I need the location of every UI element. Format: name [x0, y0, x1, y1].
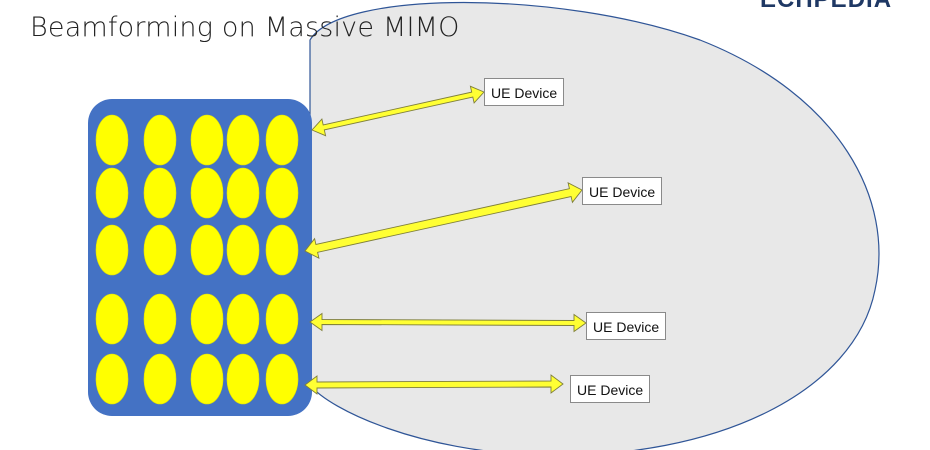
antenna-element	[143, 114, 177, 166]
antenna-element	[143, 353, 177, 405]
antenna-element	[95, 224, 129, 276]
antenna-element	[265, 167, 299, 219]
logo: ECHPEDIA	[760, 0, 892, 14]
ue-device-label-1: UE Device	[484, 78, 565, 106]
slide-title: Beamforming on Massive MIMO	[30, 12, 460, 43]
ue-device-label-2: UE Device	[582, 177, 663, 205]
antenna-element	[190, 167, 224, 219]
antenna-element	[226, 224, 260, 276]
antenna-element	[190, 224, 224, 276]
ue-device-label-4: UE Device	[570, 375, 651, 403]
antenna-element	[226, 293, 260, 345]
antenna-elements	[95, 114, 299, 405]
antenna-element	[265, 293, 299, 345]
coverage-area	[309, 1, 880, 450]
antenna-element	[226, 114, 260, 166]
antenna-element	[95, 114, 129, 166]
antenna-element	[226, 167, 260, 219]
beam-arrow-4	[304, 374, 564, 395]
antenna-element	[190, 353, 224, 405]
antenna-element	[265, 353, 299, 405]
antenna-element	[190, 114, 224, 166]
antenna-element	[265, 224, 299, 276]
antenna-element	[143, 293, 177, 345]
antenna-element	[226, 353, 260, 405]
antenna-element	[190, 293, 224, 345]
ue-device-label-3: UE Device	[586, 312, 667, 340]
antenna-element	[143, 167, 177, 219]
antenna-element	[143, 224, 177, 276]
antenna-element	[95, 353, 129, 405]
antenna-element	[265, 114, 299, 166]
antenna-element	[95, 293, 129, 345]
antenna-element	[95, 167, 129, 219]
